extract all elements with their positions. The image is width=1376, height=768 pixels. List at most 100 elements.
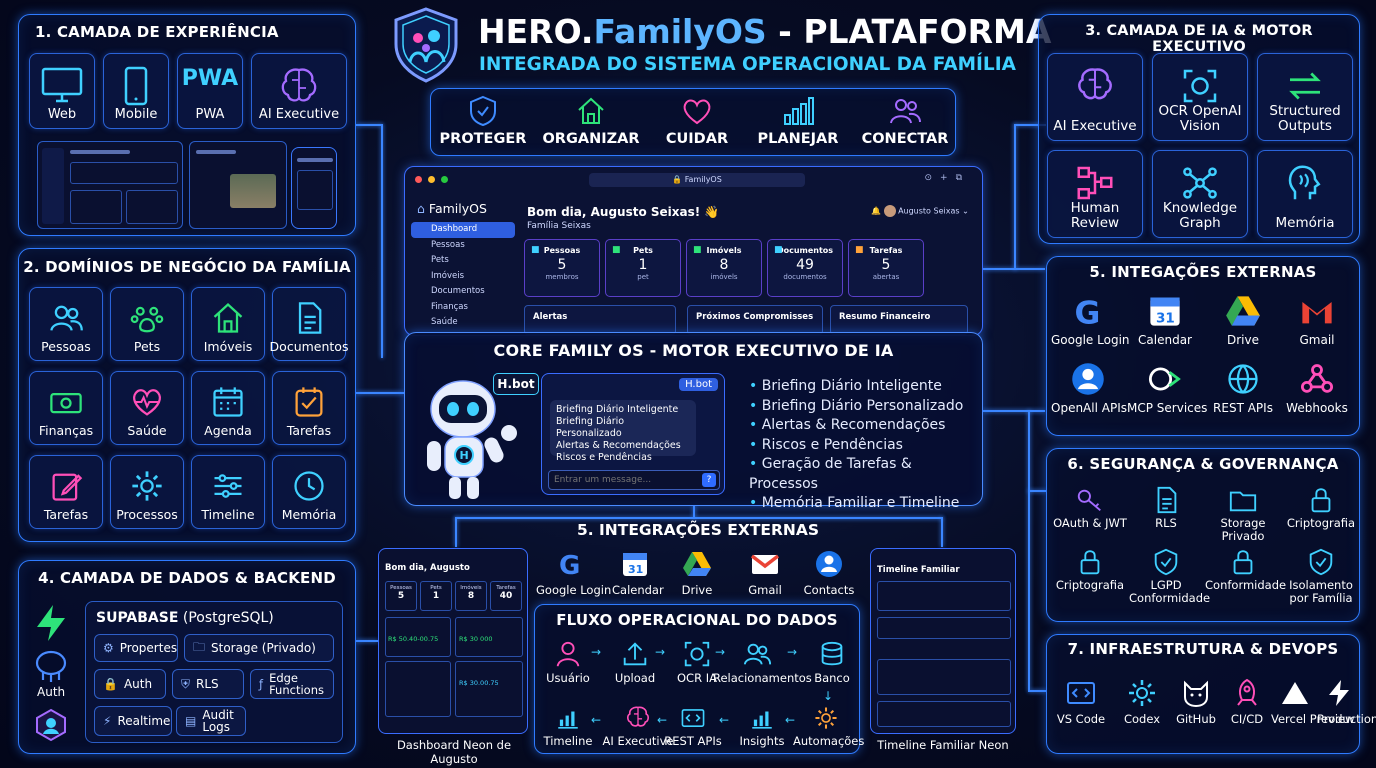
domain-card[interactable]: Tarefas (272, 371, 346, 445)
domain-card[interactable]: Tarefas (29, 455, 103, 529)
bullet-dot: • (749, 436, 762, 453)
center-integration-item[interactable]: Drive (674, 548, 720, 597)
flow-step: Timeline (539, 705, 597, 748)
chip-realtime[interactable]: ⚡Realtime (94, 706, 172, 736)
help-button[interactable]: ? (702, 473, 716, 487)
sidebar-brand: ⌂ FamilyOS (417, 201, 487, 216)
flow-arrow-down: ↓ (823, 689, 834, 703)
sidebar-item[interactable]: Pets (431, 255, 449, 265)
document-icon: ▤ (185, 714, 197, 728)
integration-item[interactable]: Gmail (1281, 293, 1353, 347)
ai-card[interactable]: Structured Outputs (1257, 53, 1353, 141)
sidebar-item[interactable]: Documentos (431, 286, 485, 296)
chat-widget: H.bot Briefing Diário Inteligente Briefi… (541, 373, 725, 495)
document-icon (298, 302, 322, 334)
center-integration-item[interactable]: Contacts (796, 548, 862, 597)
dash-money-a: R$ 50.40-00.75 (388, 635, 439, 643)
ai-card[interactable]: AI Executive (1047, 53, 1143, 141)
flow-step: Banco (805, 639, 859, 685)
experience-title: 1. CAMADA DE EXPERIÊNCIA (35, 23, 279, 41)
sidebar-item[interactable]: Finanças (431, 301, 468, 312)
integrations-right-title: 5. INTEGAÇÕES EXTERNAS (1089, 263, 1317, 281)
chip-audit-logs[interactable]: ▤Audit Logs (176, 706, 246, 736)
sidebar-item[interactable]: Saúde (431, 317, 458, 327)
chat-input[interactable] (548, 470, 720, 490)
knowledge-graph-icon (1183, 167, 1217, 199)
sidebar-item[interactable]: Pessoas (431, 239, 465, 250)
ai-card[interactable]: Knowledge Graph (1152, 150, 1248, 238)
domain-card[interactable]: Saúde (110, 371, 184, 445)
auth-badge-icon (36, 708, 66, 742)
shield-icon (470, 95, 496, 127)
card-pwa[interactable]: PWA PWA (177, 53, 243, 129)
sidebar-item[interactable]: Dashboard (411, 222, 515, 238)
security-item: Conformidade (1205, 547, 1286, 592)
chip-properties[interactable]: ⚙Propertes (94, 634, 178, 662)
flow-arrow: → (787, 645, 798, 659)
experience-panel: 1. CAMADA DE EXPERIÊNCIA Web Mobile PWA … (18, 14, 356, 236)
chip-auth[interactable]: 🔒Auth (94, 669, 166, 699)
web-preview (37, 141, 183, 229)
greeting: Bom dia, Augusto Seixas! 👋 (527, 205, 720, 219)
stat-icon: ■ (612, 245, 621, 255)
ocr-scan-icon (684, 641, 710, 667)
infra-item: VS Code (1051, 677, 1111, 726)
center-integration-item[interactable]: Gmail (738, 548, 792, 597)
integration-item[interactable]: OpenAll APIs (1051, 361, 1127, 415)
flow-step: Automações (793, 705, 864, 748)
ai-card[interactable]: OCR OpenAI Vision (1152, 53, 1248, 141)
lock-icon: 🔒 (672, 175, 685, 184)
header: HERO.FamilyOS - PLATAFORMA INTEGRADA DO … (388, 4, 1051, 84)
sidebar-item[interactable]: Imóveis (431, 270, 465, 281)
window-toolbar-icons: ⊙+⧉ (924, 173, 970, 183)
domain-card[interactable]: Imóveis (191, 287, 265, 361)
lock-icon: 🔒 (103, 677, 118, 691)
chip-storage[interactable]: 🗀Storage (Privado) (184, 634, 334, 662)
phone-icon (124, 66, 148, 106)
domain-card[interactable]: Pets (110, 287, 184, 361)
card-web[interactable]: Web (29, 53, 95, 129)
gear-icon (132, 471, 162, 501)
domain-card[interactable]: Timeline (191, 455, 265, 529)
maximize-dot[interactable] (441, 176, 448, 183)
card-mobile[interactable]: Mobile (103, 53, 169, 129)
domain-card[interactable]: Processos (110, 455, 184, 529)
url-bar[interactable]: 🔒 FamilyOS (589, 173, 805, 187)
chip-rls[interactable]: ⛨RLS (172, 669, 244, 699)
connector-line (1028, 490, 1046, 492)
security-item: Storage Privado (1205, 485, 1281, 542)
ai-card[interactable]: Human Review (1047, 150, 1143, 238)
domain-card[interactable]: Finanças (29, 371, 103, 445)
security-item: Isolamento por Família (1283, 547, 1359, 604)
svg-text:G: G (1075, 295, 1101, 329)
dashboard-mock-greeting: Bom dia, Augusto (385, 563, 470, 573)
integration-item[interactable]: MCP Services (1127, 361, 1207, 415)
domain-card[interactable]: Pessoas (29, 287, 103, 361)
bullet-dot: • (749, 397, 762, 414)
robot-mascot-icon: H (427, 380, 517, 499)
close-dot[interactable] (415, 176, 422, 183)
integration-item[interactable]: REST APIs (1207, 361, 1279, 415)
domain-card[interactable]: Documentos (270, 287, 348, 361)
minimize-dot[interactable] (428, 176, 435, 183)
user-menu[interactable]: 🔔 Augusto Seixas ⌄ (871, 205, 969, 217)
stat-icon: ■ (855, 245, 864, 255)
integration-item[interactable]: Drive (1207, 293, 1279, 347)
ai-card[interactable]: Memória (1257, 150, 1353, 238)
domain-card[interactable]: Memória (272, 455, 346, 529)
integration-item[interactable]: Webhooks (1281, 361, 1353, 415)
card-ai-executive[interactable]: AI Executive (251, 53, 347, 129)
domain-card[interactable]: Agenda (191, 371, 265, 445)
